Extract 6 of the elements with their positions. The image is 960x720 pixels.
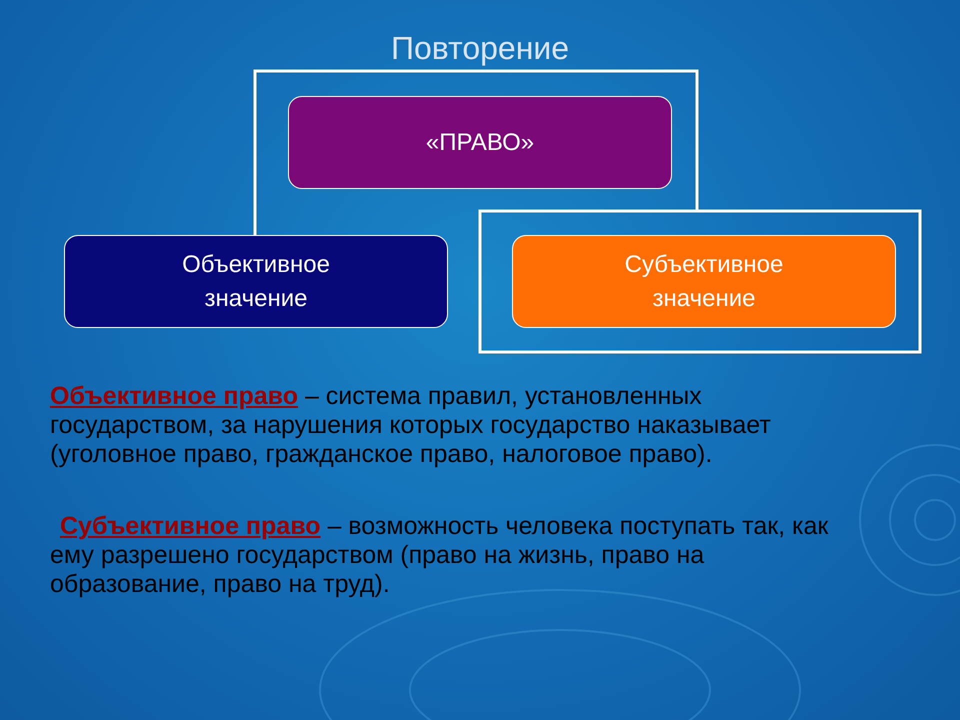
rounded-box: Объективное значение — [64, 235, 448, 328]
definition-text: Объективное право – система правил, установленных государством, за нарушения которых государство наказывает (уголовное право, гражданское право, налоговое право). — [50, 382, 772, 469]
rounded-box: Субъективное значение — [512, 235, 896, 328]
definition-text: Субъективное право – возможность человека поступать так, как ему разрешено государством (право на жизнь, право на образование, право на труд). — [50, 512, 830, 599]
rounded-box: «ПРАВО» — [288, 96, 672, 189]
slide-title: Повторение — [390, 30, 570, 66]
